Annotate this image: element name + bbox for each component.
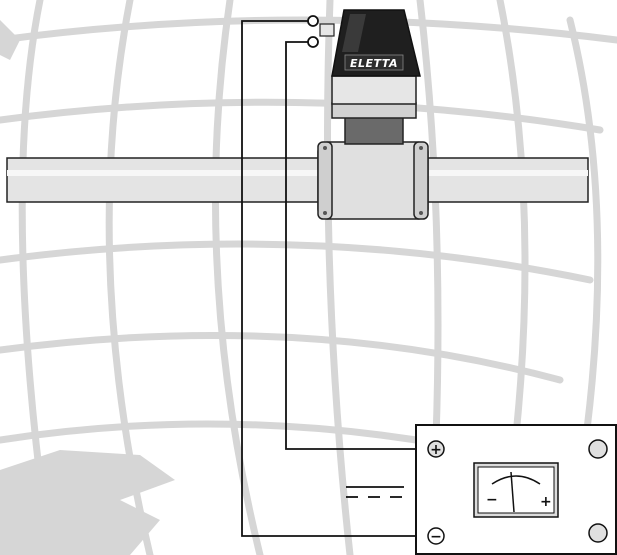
negative-terminal: − [427,527,445,545]
meter-neck [344,116,404,145]
meter-head-shine [342,14,366,52]
terminal-output-1 [307,15,319,27]
voltmeter-scale [491,475,541,485]
globe-landmass [0,20,175,555]
voltmeter-minus-sign: − [486,492,498,508]
voltmeter-face [477,466,555,514]
flowmeter: ELETTA [317,9,429,220]
mounting-screw [588,439,608,459]
cable-gland [319,23,335,37]
flange-left [317,141,333,220]
flange-right [413,141,429,220]
mounting-screw [588,523,608,543]
pipe [6,157,589,203]
voltmeter-needle [510,471,515,513]
brand-plate [344,54,404,71]
instrument-panel: + − − + [415,424,617,555]
positive-terminal: + [427,440,445,458]
adapter-plate [331,75,417,105]
pipe-body [6,157,589,203]
pipe-highlight [7,170,588,176]
voltmeter-plus-sign: + [540,494,552,510]
positive-terminal-symbol: + [430,442,442,458]
voltmeter: − + [473,462,559,518]
flange-bolt [419,146,423,150]
negative-terminal-symbol: − [430,529,442,545]
flange-bolt [419,211,423,215]
adapter-plate [331,102,417,119]
terminal-output-2 [307,36,319,48]
wire-positive [285,41,420,450]
flange-bolt [323,146,327,150]
dc-symbol [346,486,404,498]
signal-wiring [241,15,420,537]
wire-negative [241,20,420,537]
brand-label: ELETTA [350,57,398,70]
flange-bolt [323,211,327,215]
sensor-body [317,141,429,220]
